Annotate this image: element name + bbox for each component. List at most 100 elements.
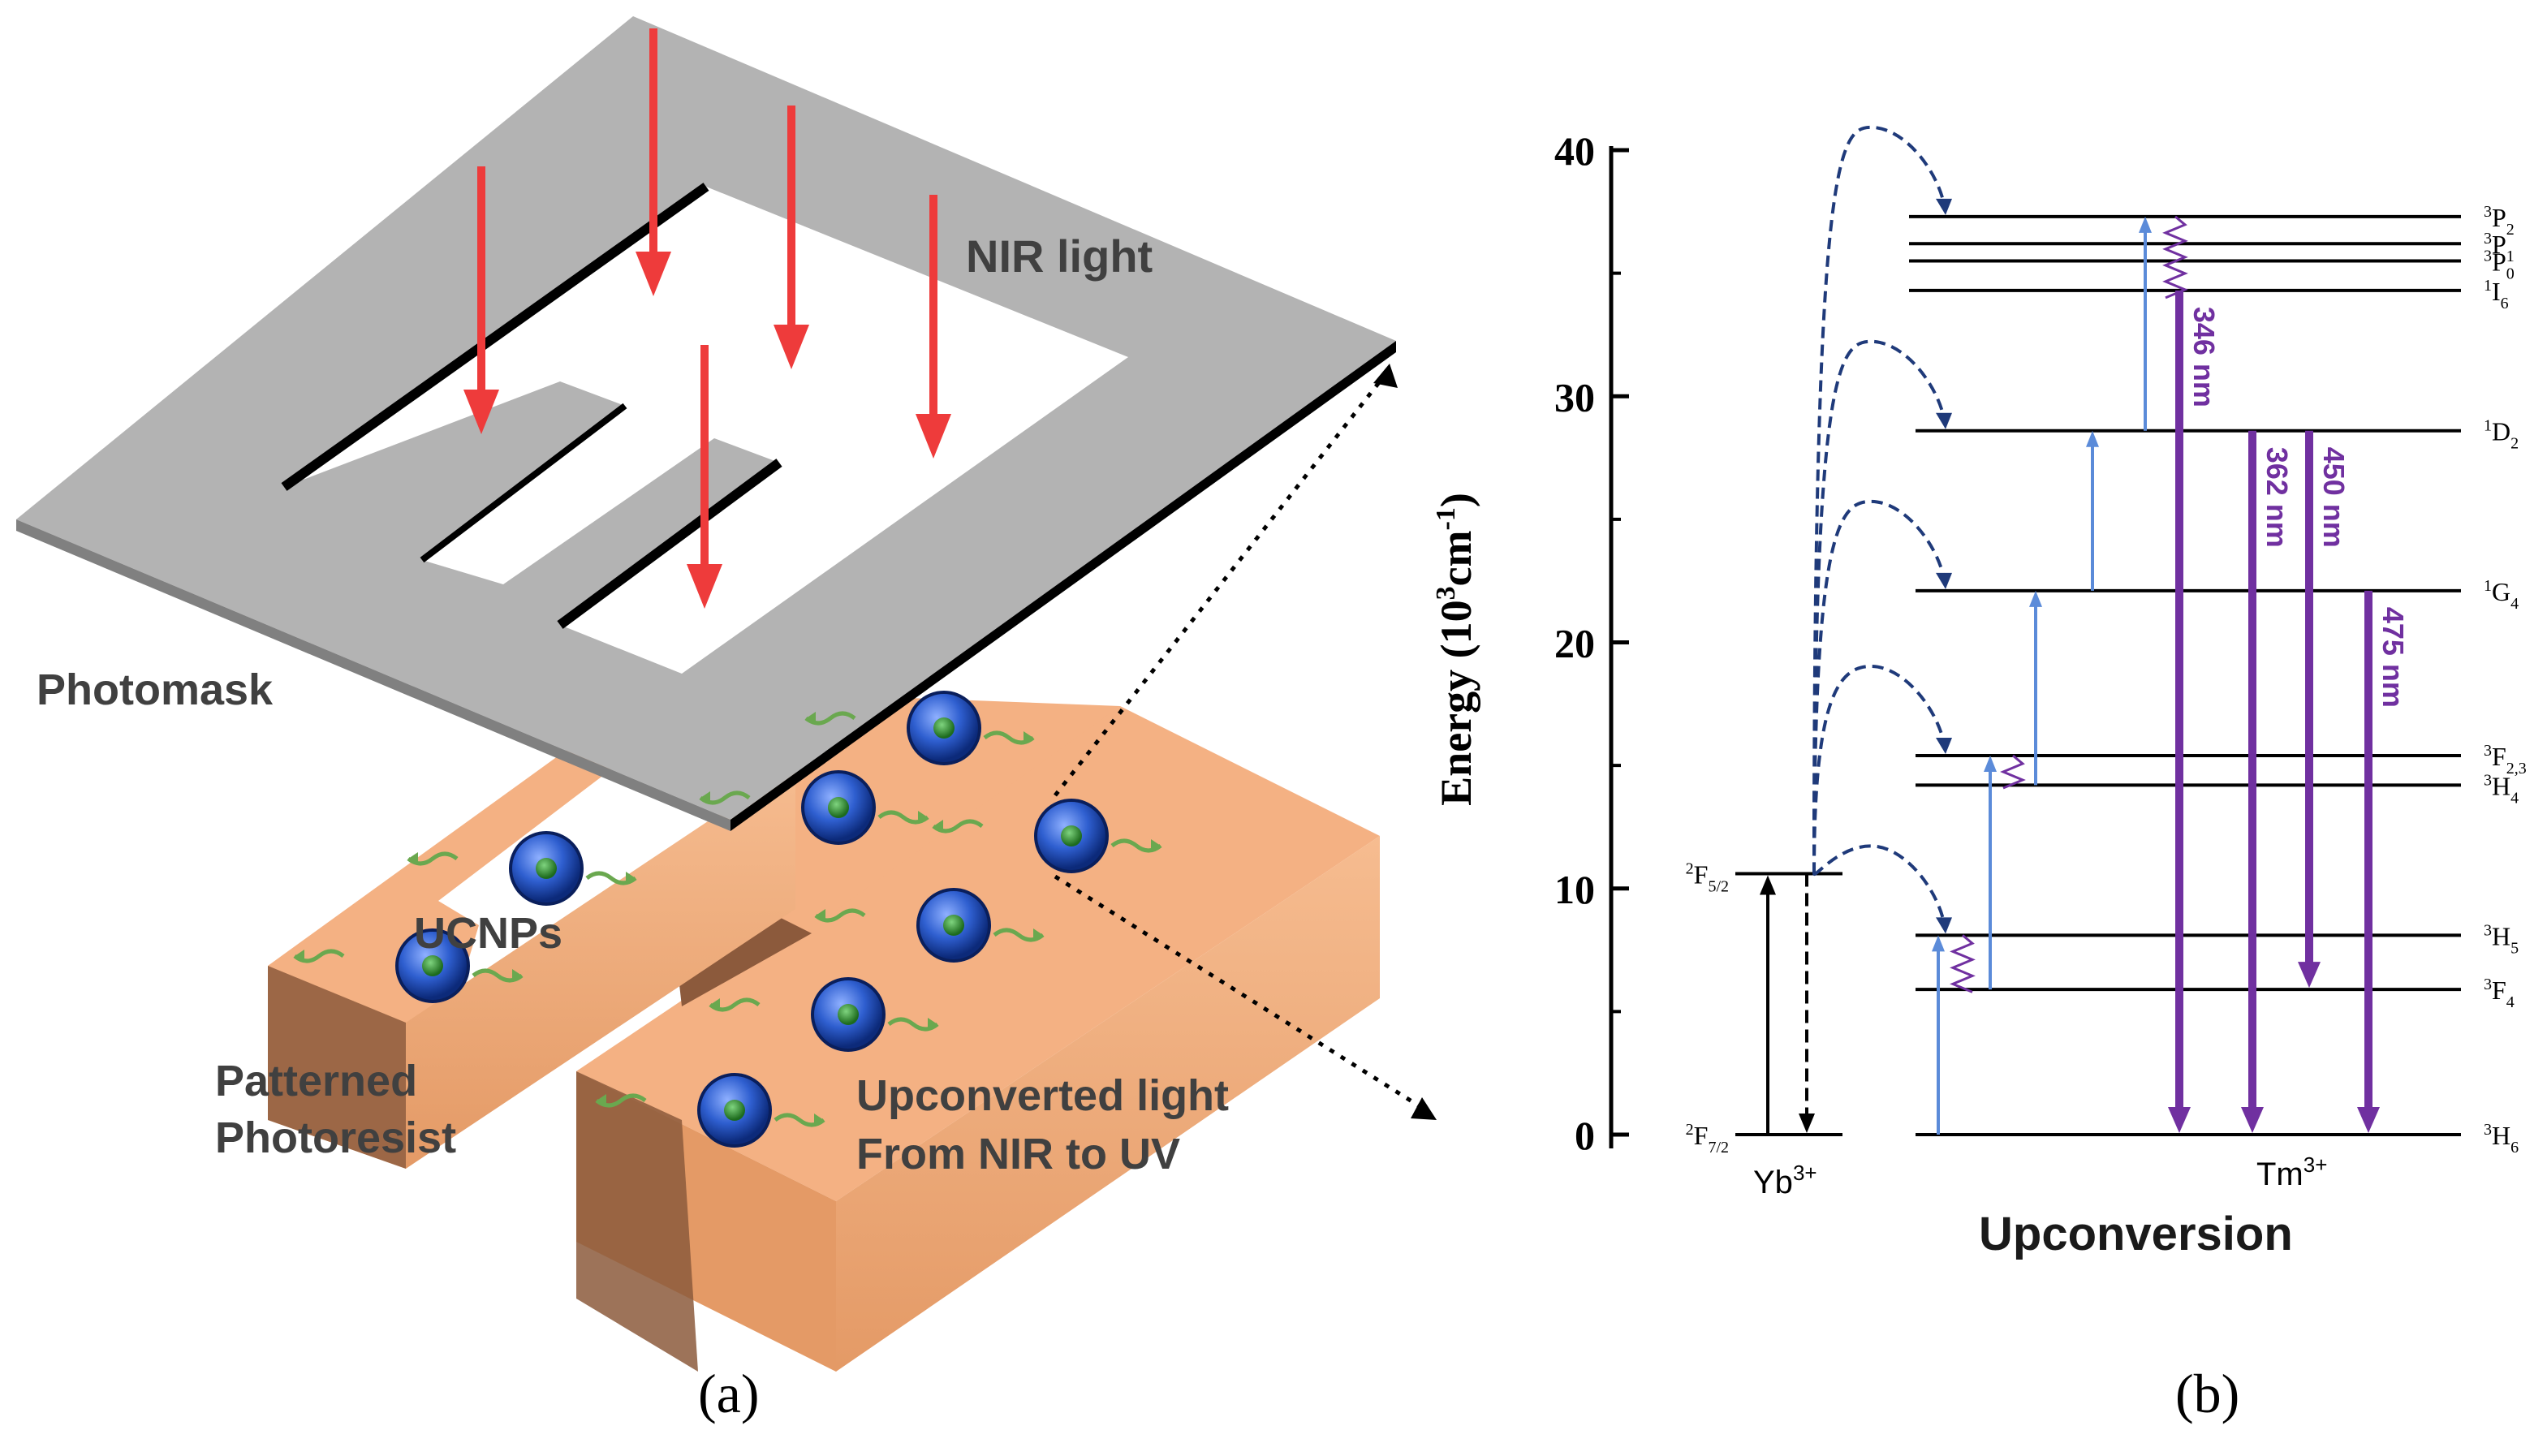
level-term-label: 3P0 (2484, 247, 2515, 282)
panel-a: NIR light Photomask UCNPs Patterned Phot… (16, 16, 1437, 1424)
tm-level: 1G4 (1916, 577, 2519, 613)
emission-arrow: 475 nm (2357, 590, 2410, 1133)
photomask-label: Photomask (37, 666, 274, 714)
excitation-arrow (2086, 430, 2099, 591)
level-term-label: 3F2,3 (2484, 742, 2527, 778)
emission-wave-head (295, 950, 304, 963)
ucnp-core (943, 915, 964, 936)
level-term-label: 3H4 (2484, 771, 2519, 807)
nir-arrow-head (636, 252, 671, 296)
emission-arrow: 346 nm (2168, 290, 2221, 1133)
energy-levels: 2F7/22F5/23H63F43H53H43F2,31G41D21I63P03… (1686, 203, 2527, 1157)
yb-level: 2F5/2 (1686, 860, 1842, 896)
level-term-label: 1D2 (2484, 417, 2519, 453)
tm-level: 3H6 (1916, 1121, 2519, 1157)
energy-transfer-curve (1812, 339, 1952, 874)
emission-wave-head (1024, 731, 1033, 744)
nir-arrow-head (916, 414, 951, 459)
emission-wave-head (816, 909, 825, 922)
yb-relaxation-arrow-head (1799, 1114, 1815, 1133)
nir-arrow-head (463, 390, 499, 434)
nir-arrow-head (774, 325, 809, 369)
emission-wave-head (700, 791, 710, 804)
ucnp-particle (407, 831, 637, 906)
emission-wave-head (918, 811, 928, 824)
emission-wavelength-label: 475 nm (2377, 607, 2410, 708)
emission-wavelength-label: 450 nm (2317, 447, 2351, 548)
energy-transfer-arrows (1812, 125, 1952, 934)
level-term-label: 3H6 (2484, 1121, 2519, 1157)
level-term-label: 3P1 (2484, 230, 2515, 265)
energy-transfer-curve (1812, 499, 1952, 874)
emission-wave-head (626, 872, 636, 885)
yb-level: 2F7/2 (1686, 1121, 1842, 1157)
excitation-arrows (1932, 215, 2188, 1135)
zoom-lines (1054, 364, 1437, 1120)
emission-wave-head (806, 712, 816, 725)
yb-transitions (1760, 873, 1815, 1135)
level-term-label: 2F5/2 (1686, 860, 1729, 896)
emission-arrow: 450 nm (2298, 430, 2351, 989)
ucnp-particle (699, 770, 929, 845)
ucnp-core (933, 717, 955, 739)
excitation-arrow (2139, 216, 2152, 431)
emission-wave-head (597, 1094, 606, 1107)
tm-level: 3P2 (1909, 203, 2515, 239)
emission-wavelength-label: 362 nm (2260, 447, 2294, 548)
ucnps-label: UCNPs (414, 909, 562, 958)
ucnp-particle (293, 928, 524, 1003)
level-term-label: 2F7/2 (1686, 1121, 1729, 1157)
ucnp-particle (804, 691, 1035, 765)
level-term-label: 1G4 (2484, 577, 2519, 613)
level-term-label: 3F4 (2484, 976, 2515, 1011)
energy-transfer-curve (1812, 125, 1952, 874)
tm-level: 1D2 (1916, 417, 2519, 453)
y-tick-label: 40 (1554, 128, 1595, 174)
ucnp-core (838, 1004, 859, 1025)
emission-wave-head (710, 998, 720, 1011)
y-tick-label: 20 (1554, 621, 1595, 666)
level-term-label: 3H5 (2484, 921, 2519, 957)
ucnp-particle (932, 799, 1162, 873)
tm-level: 3F2,3 (1916, 742, 2527, 778)
tm-level: 3P1 (1909, 230, 2515, 265)
y-tick-label: 30 (1554, 374, 1595, 420)
tm-ion-label: Tm3+ (2256, 1152, 2327, 1192)
emission-arrow: 362 nm (2241, 430, 2294, 1133)
emission-wave-head (1033, 928, 1043, 941)
nonradiative-relaxation (2000, 754, 2026, 790)
excitation-arrow (1984, 755, 1997, 990)
nir-arrow-head (687, 564, 722, 609)
excitation-arrow (2029, 590, 2042, 786)
ucnp-core (1061, 825, 1082, 846)
level-term-label: 3P2 (2484, 203, 2515, 239)
ucnp-particle (709, 977, 939, 1052)
yb-ion-label: Yb3+ (1753, 1161, 1817, 1200)
panel-a-caption: (a) (698, 1363, 759, 1424)
emission-wave-head (928, 1018, 937, 1031)
nonradiative-relaxation (1950, 934, 1976, 993)
upconverted-light-label-line2: From NIR to UV (856, 1130, 1180, 1178)
tm-level: 3F4 (1916, 976, 2515, 1011)
ucnp-core (828, 797, 849, 818)
y-axis-label: Energy (103cm-1) (1431, 493, 1480, 806)
level-term-label: 1I6 (2484, 277, 2509, 312)
patterned-photoresist-label-line1: Patterned (215, 1057, 417, 1105)
excitation-arrow (1932, 935, 1945, 1135)
tm-level: 3H4 (1916, 771, 2519, 807)
ucnp-particle (595, 1073, 825, 1148)
energy-transfer-curve (1812, 664, 1952, 874)
ucnp-core (422, 955, 443, 976)
tm-level: 3P0 (1909, 247, 2515, 282)
nir-light-label: NIR light (966, 230, 1153, 282)
energy-transfer-curve (1812, 844, 1952, 934)
ucnp-core (536, 858, 557, 879)
y-tick-label: 10 (1554, 867, 1595, 912)
nir-light-arrows (463, 28, 951, 609)
emission-wavelength-label: 346 nm (2187, 307, 2221, 407)
emission-wave-head (814, 1114, 824, 1126)
patterned-photoresist (268, 584, 1380, 1372)
nonradiative-relaxation (2162, 215, 2188, 299)
